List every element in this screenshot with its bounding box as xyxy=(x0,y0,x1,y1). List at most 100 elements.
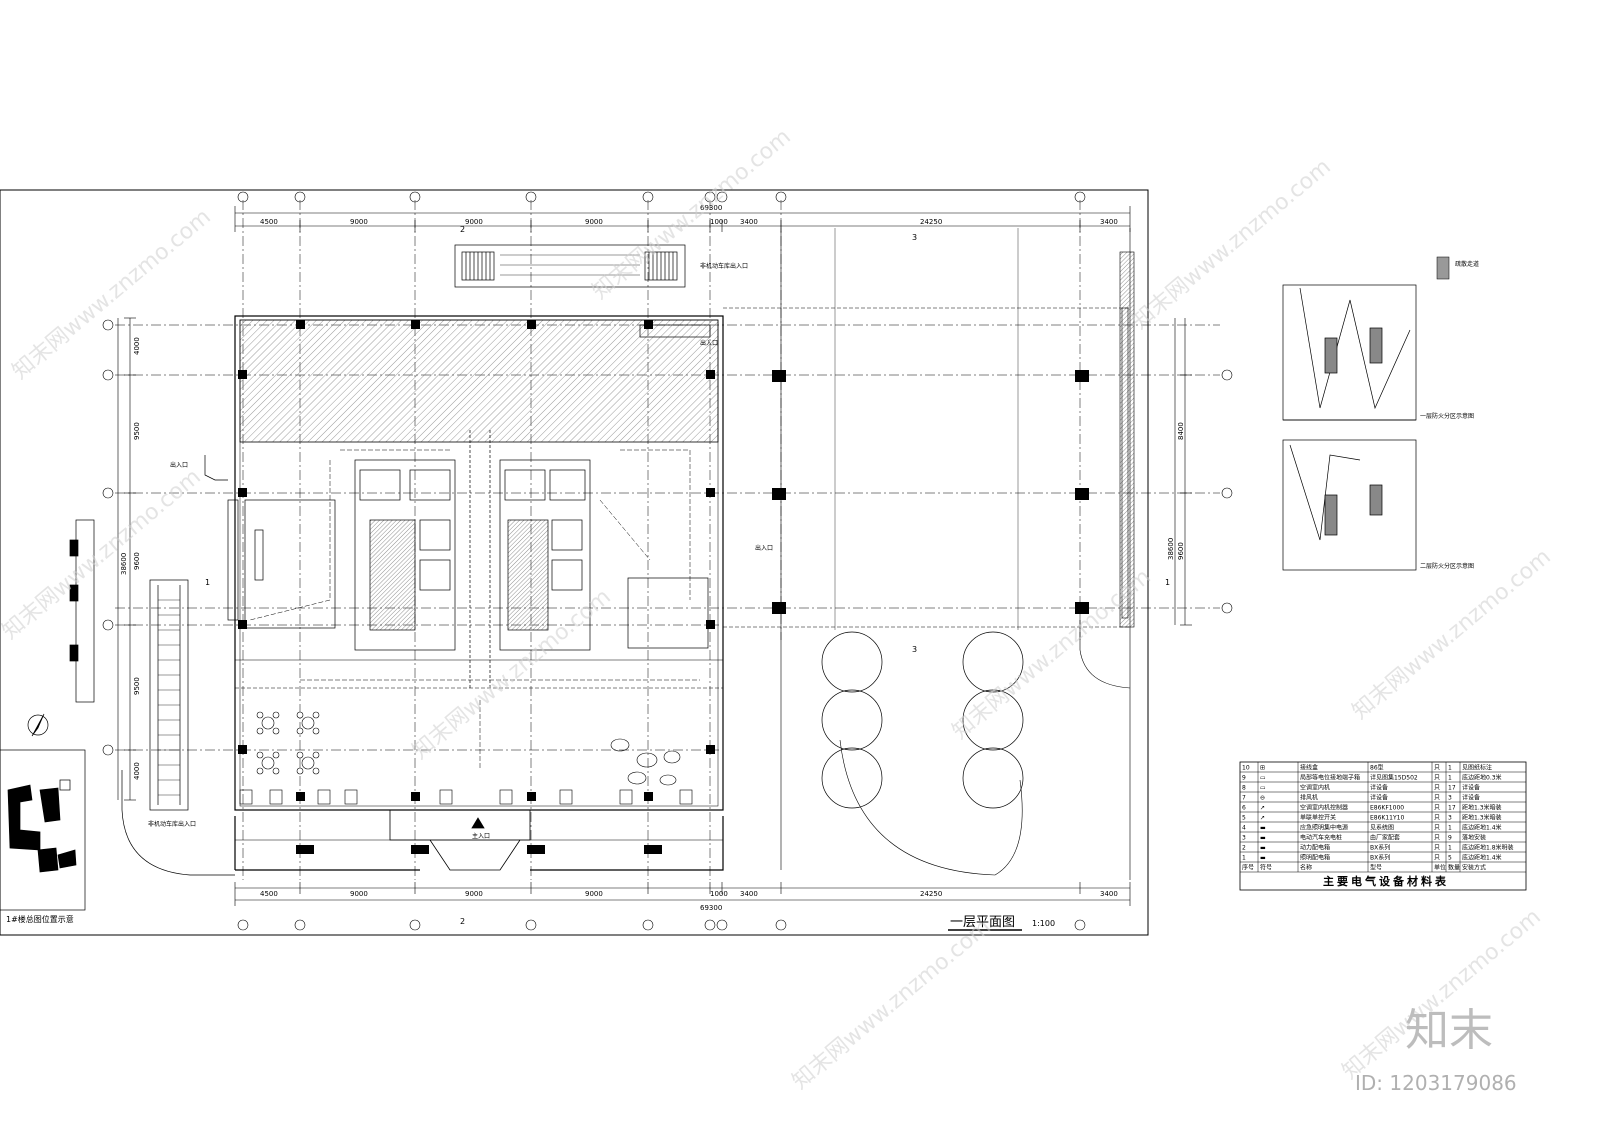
dim-left-5: 4000 xyxy=(133,762,141,780)
equipment-table-cell: 5 xyxy=(1448,855,1452,862)
east-parking xyxy=(723,228,1135,880)
equipment-table-cell: 排风机 xyxy=(1300,794,1318,802)
equipment-table-cell: 单联单控开关 xyxy=(1300,814,1336,822)
equipment-table-cell: 3 xyxy=(1242,835,1246,842)
drawing-title: 一层平面图 xyxy=(950,915,1015,930)
equipment-table-cell: 17 xyxy=(1448,805,1456,812)
equipment-table-cell: 详设备 xyxy=(1370,784,1388,792)
dim-top-3: 9000 xyxy=(465,218,483,226)
entrance-label-east-1: 出入口 xyxy=(755,544,773,552)
equipment-table-cell: 1 xyxy=(1448,765,1452,772)
equipment-table-cell: 只 xyxy=(1434,805,1440,812)
equipment-table-cell: 5 xyxy=(1242,815,1246,822)
entrance-left-1: 出入口 xyxy=(170,461,188,469)
equipment-table-cell: ▭ xyxy=(1260,785,1266,792)
equipment-table-cell: ↗ xyxy=(1260,805,1265,812)
equipment-table-cell: 动力配电箱 xyxy=(1300,844,1330,852)
equipment-table-cell: 详设备 xyxy=(1462,784,1480,792)
watermark-text: 知末网www.znzmo.com xyxy=(1128,154,1336,334)
equipment-table-cell: 应急照明集中电源 xyxy=(1300,824,1348,832)
equipment-table-header: 数量 xyxy=(1448,864,1460,872)
equipment-table-header: 名称 xyxy=(1300,864,1312,872)
equipment-table-cell: 3 xyxy=(1448,815,1452,822)
equipment-table-cell: 只 xyxy=(1434,795,1440,802)
equipment-table-cell: 落地安装 xyxy=(1462,834,1486,842)
watermark-text: 知末网www.znzmo.com xyxy=(1348,544,1556,724)
left-room xyxy=(227,499,336,629)
dim-bottom-8: 3400 xyxy=(1100,890,1118,898)
north-arrow xyxy=(27,713,49,737)
equipment-table-cell: 只 xyxy=(1434,785,1440,792)
equipment-table-cell: ⊖ xyxy=(1260,795,1265,802)
section-mark-1b: 1 xyxy=(1165,578,1170,587)
equipment-table-cell: 接线盒 xyxy=(1300,764,1318,772)
brand-logo: 知末 xyxy=(1405,1005,1493,1056)
equipment-table-cell: E86KF1000 xyxy=(1370,805,1404,812)
equipment-table-cell: 只 xyxy=(1434,835,1440,842)
dim-left-total: 38600 xyxy=(120,553,128,575)
storefront-bays xyxy=(239,789,693,805)
equipment-table-cell: 9 xyxy=(1448,835,1452,842)
equipment-table-header: 序号 xyxy=(1242,864,1254,872)
equipment-table-cell: 只 xyxy=(1434,845,1440,852)
dim-top-8: 3400 xyxy=(1100,218,1118,226)
equipment-table-cell: 底边距地0.3米 xyxy=(1462,774,1502,782)
equipment-table-cell: 距地1.3米暗装 xyxy=(1462,814,1502,822)
equipment-table-cell: 1 xyxy=(1448,775,1452,782)
equipment-table-cell: 1 xyxy=(1448,845,1452,852)
dim-bottom-7: 24250 xyxy=(920,890,942,898)
equipment-table-cell: E86K11Y10 xyxy=(1370,815,1404,822)
watermark-text: 知末网www.znzmo.com xyxy=(788,914,996,1094)
equipment-table-cell: ▬ xyxy=(1260,855,1266,862)
section-mark-3a: 3 xyxy=(912,233,917,242)
equipment-table-cell: 4 xyxy=(1242,825,1246,832)
dim-right-1: 8400 xyxy=(1177,422,1185,440)
top-stair-block xyxy=(454,244,686,288)
axis-bubbles-left xyxy=(102,319,114,756)
watermark-text: 知末网www.znzmo.com xyxy=(1338,904,1546,1084)
image-id: ID: 1203179086 xyxy=(1355,1071,1517,1095)
equipment-table-cell: 8 xyxy=(1242,785,1246,792)
dim-right-total: 38600 xyxy=(1167,538,1175,560)
equipment-table-cell: 只 xyxy=(1434,815,1440,822)
dim-bottom-total: 69300 xyxy=(700,904,722,912)
dim-bottom-4: 9000 xyxy=(585,890,603,898)
dim-left-2: 9500 xyxy=(133,422,141,440)
equipment-table-cell: 1 xyxy=(1242,855,1246,862)
equipment-table-cell: 底边距地1.8米明装 xyxy=(1462,844,1514,852)
bike-ramp-steps xyxy=(158,599,180,796)
fire-zone-diagram-2 xyxy=(1282,439,1417,571)
drawing-scale: 1:100 xyxy=(1032,919,1055,928)
equipment-table-cell: 1 xyxy=(1448,825,1452,832)
dim-bottom-3: 9000 xyxy=(465,890,483,898)
equipment-table-cell: 空调室内机 xyxy=(1300,784,1330,792)
watermark-text: 知末网www.znzmo.com xyxy=(588,124,796,304)
dim-bottom-6: 3400 xyxy=(740,890,758,898)
equipment-table-cell: 10 xyxy=(1242,765,1250,772)
landscape-pebbles xyxy=(610,738,681,786)
equipment-table-cell: ⊞ xyxy=(1260,765,1265,772)
entrance-label-east-2: 出入口 xyxy=(700,339,718,347)
dim-left-4: 9500 xyxy=(133,677,141,695)
grid-axes xyxy=(115,200,1220,880)
dim-top-6: 3400 xyxy=(740,218,758,226)
equipment-table-cell: 3 xyxy=(1448,795,1452,802)
dim-left-3: 9600 xyxy=(133,552,141,570)
equipment-table-cell: ▬ xyxy=(1260,835,1266,842)
left-building-pad xyxy=(69,455,235,876)
section-mark-2a: 2 xyxy=(460,225,465,234)
section-mark-2b: 2 xyxy=(460,917,465,926)
equipment-table-cell: 由厂家配套 xyxy=(1370,834,1400,842)
equipment-table-cell: 详设备 xyxy=(1370,794,1388,802)
equipment-table-cell: 见系统图 xyxy=(1370,824,1394,832)
equipment-table-cell: 9 xyxy=(1242,775,1246,782)
equipment-table-cell: 2 xyxy=(1242,845,1246,852)
equipment-table-cell: 距地1.3米暗装 xyxy=(1462,804,1502,812)
watermark-text: 知末网www.znzmo.com xyxy=(0,464,206,644)
equipment-table-cell: 7 xyxy=(1242,795,1246,802)
equipment-table-cell: 详设备 xyxy=(1462,794,1480,802)
dim-top-2: 9000 xyxy=(350,218,368,226)
section-mark-3b: 3 xyxy=(912,645,917,654)
bottom-dimensions xyxy=(234,882,1131,906)
